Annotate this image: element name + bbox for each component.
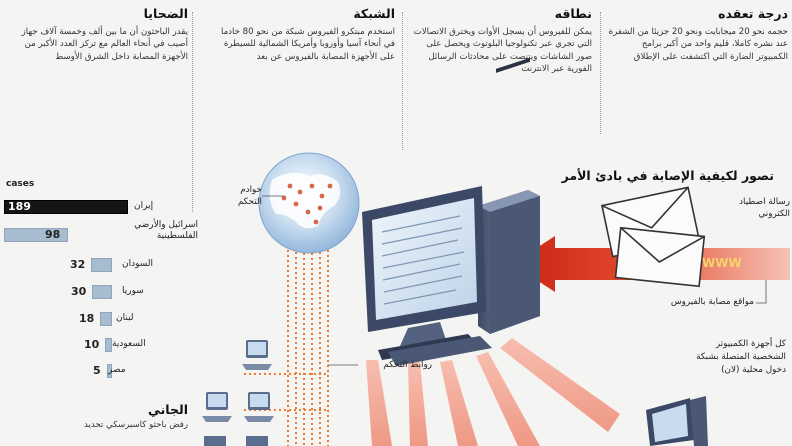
bar-value-label: 18 [79,312,95,325]
bar-mark [4,228,68,242]
column-body: يقدر الباحثون أن ما بين ألف وخمسة آلاف ج… [21,27,188,62]
column-title: الضحايا [143,6,188,21]
lan-computer-icon [646,396,708,446]
computer-tower-icon [478,57,540,334]
column-title: نطاقه [554,6,592,21]
bar-mark [4,200,128,214]
bar-value-label: 189 [8,200,31,213]
column-title: درجة تعقده [718,6,788,21]
control-link-lines [244,250,329,446]
lan-label: كل أجهزة الكمبيوتر الشخصية المتصلة بشبكة… [696,339,786,375]
small-computer-icon [204,436,268,446]
email-label: رسالة اصطياد الكتروني [739,197,790,219]
bar-mark [105,338,112,352]
culprit-body: رفض باحثو كاسبرسكي تحديد [83,420,188,430]
sites-leader-line [756,280,767,304]
column-divider [402,12,403,150]
bar-category-label: إيران [134,201,154,211]
bar-category-label: مصر [108,365,126,375]
infection-title: تصور لكيفية الإصابة في بادئ الأمر [561,168,774,183]
bar-value-label: 5 [93,364,101,377]
www-label: WWW [702,256,742,270]
infection-arrow [512,236,790,292]
bar-value-label: 10 [84,338,100,351]
bar-row: 32 السودان [4,256,154,274]
mouse-icon [488,313,504,323]
culprit-title: الجاني [147,402,188,417]
column-complexity: درجة تعقده حجمه نحو 20 ميجابايت ونحو 20 … [608,6,788,63]
bar-value-label: 98 [45,228,61,241]
phishing-email-icon [601,186,706,288]
sites-label: مواقع مصابة بالفيروس [670,297,754,307]
bar-row: 18 لبنان [4,310,154,328]
bar-mark [100,312,112,326]
bar-category-label: السعودية [112,339,146,349]
servers-label: خوادم التحكم [237,185,262,207]
bar-category-label: لبنان [116,313,134,323]
bar-category-label: سوريا [122,286,144,296]
victims-bar-chart: cases 189 إيران 98 اسرائيل والأرضي الفلسطين… [0,176,200,388]
column-body: استخدم مبتكرو الفيروس شبكة من نحو 80 خاد… [220,27,395,62]
small-computer-icon [244,392,274,422]
bar-row: 5 مصر [4,362,154,380]
bar-category-label: السودان [122,259,154,269]
bar-mark [92,285,112,299]
bar-value-label: 30 [71,285,87,298]
culprit-section: الجاني رفض باحثو كاسبرسكي تحديد [4,402,188,430]
column-title: الشبكة [353,6,395,21]
column-divider [192,12,193,212]
links-label: روابط التحكم [383,360,432,370]
column-body: حجمه نحو 20 ميجابايت ونحو 20 جزيئا من ال… [608,27,788,62]
infection-rays [366,338,620,446]
control-servers-globe [258,152,360,254]
main-monitor-icon [362,186,486,360]
bar-row: 30 سوريا [4,283,154,301]
column-network: الشبكة استخدم مبتكرو الفيروس شبكة من نحو… [210,6,395,63]
bar-row: 189 إيران [4,198,154,216]
bar-row: 10 السعودية [4,336,154,354]
bar-value-label: 32 [70,258,86,271]
small-computer-icon [242,340,272,370]
bar-category-label: اسرائيل والأرضي الفلسطينية [134,220,198,241]
bar-mark [91,258,112,272]
bar-row: 98 اسرائيل والأرضي الفلسطينية [4,220,198,244]
column-divider [600,12,601,134]
chart-ylabel: cases [6,179,35,189]
column-body: يمكن للفيروس أن يسجل الأوات ويخترق الاتص… [413,27,592,75]
small-computer-icon [202,392,232,422]
column-scope: نطاقه يمكن للفيروس أن يسجل الأوات ويخترق… [410,6,592,76]
bar-mark [107,364,112,378]
column-victims: الضحايا يقدر الباحثون أن ما بين ألف وخمس… [4,6,188,63]
